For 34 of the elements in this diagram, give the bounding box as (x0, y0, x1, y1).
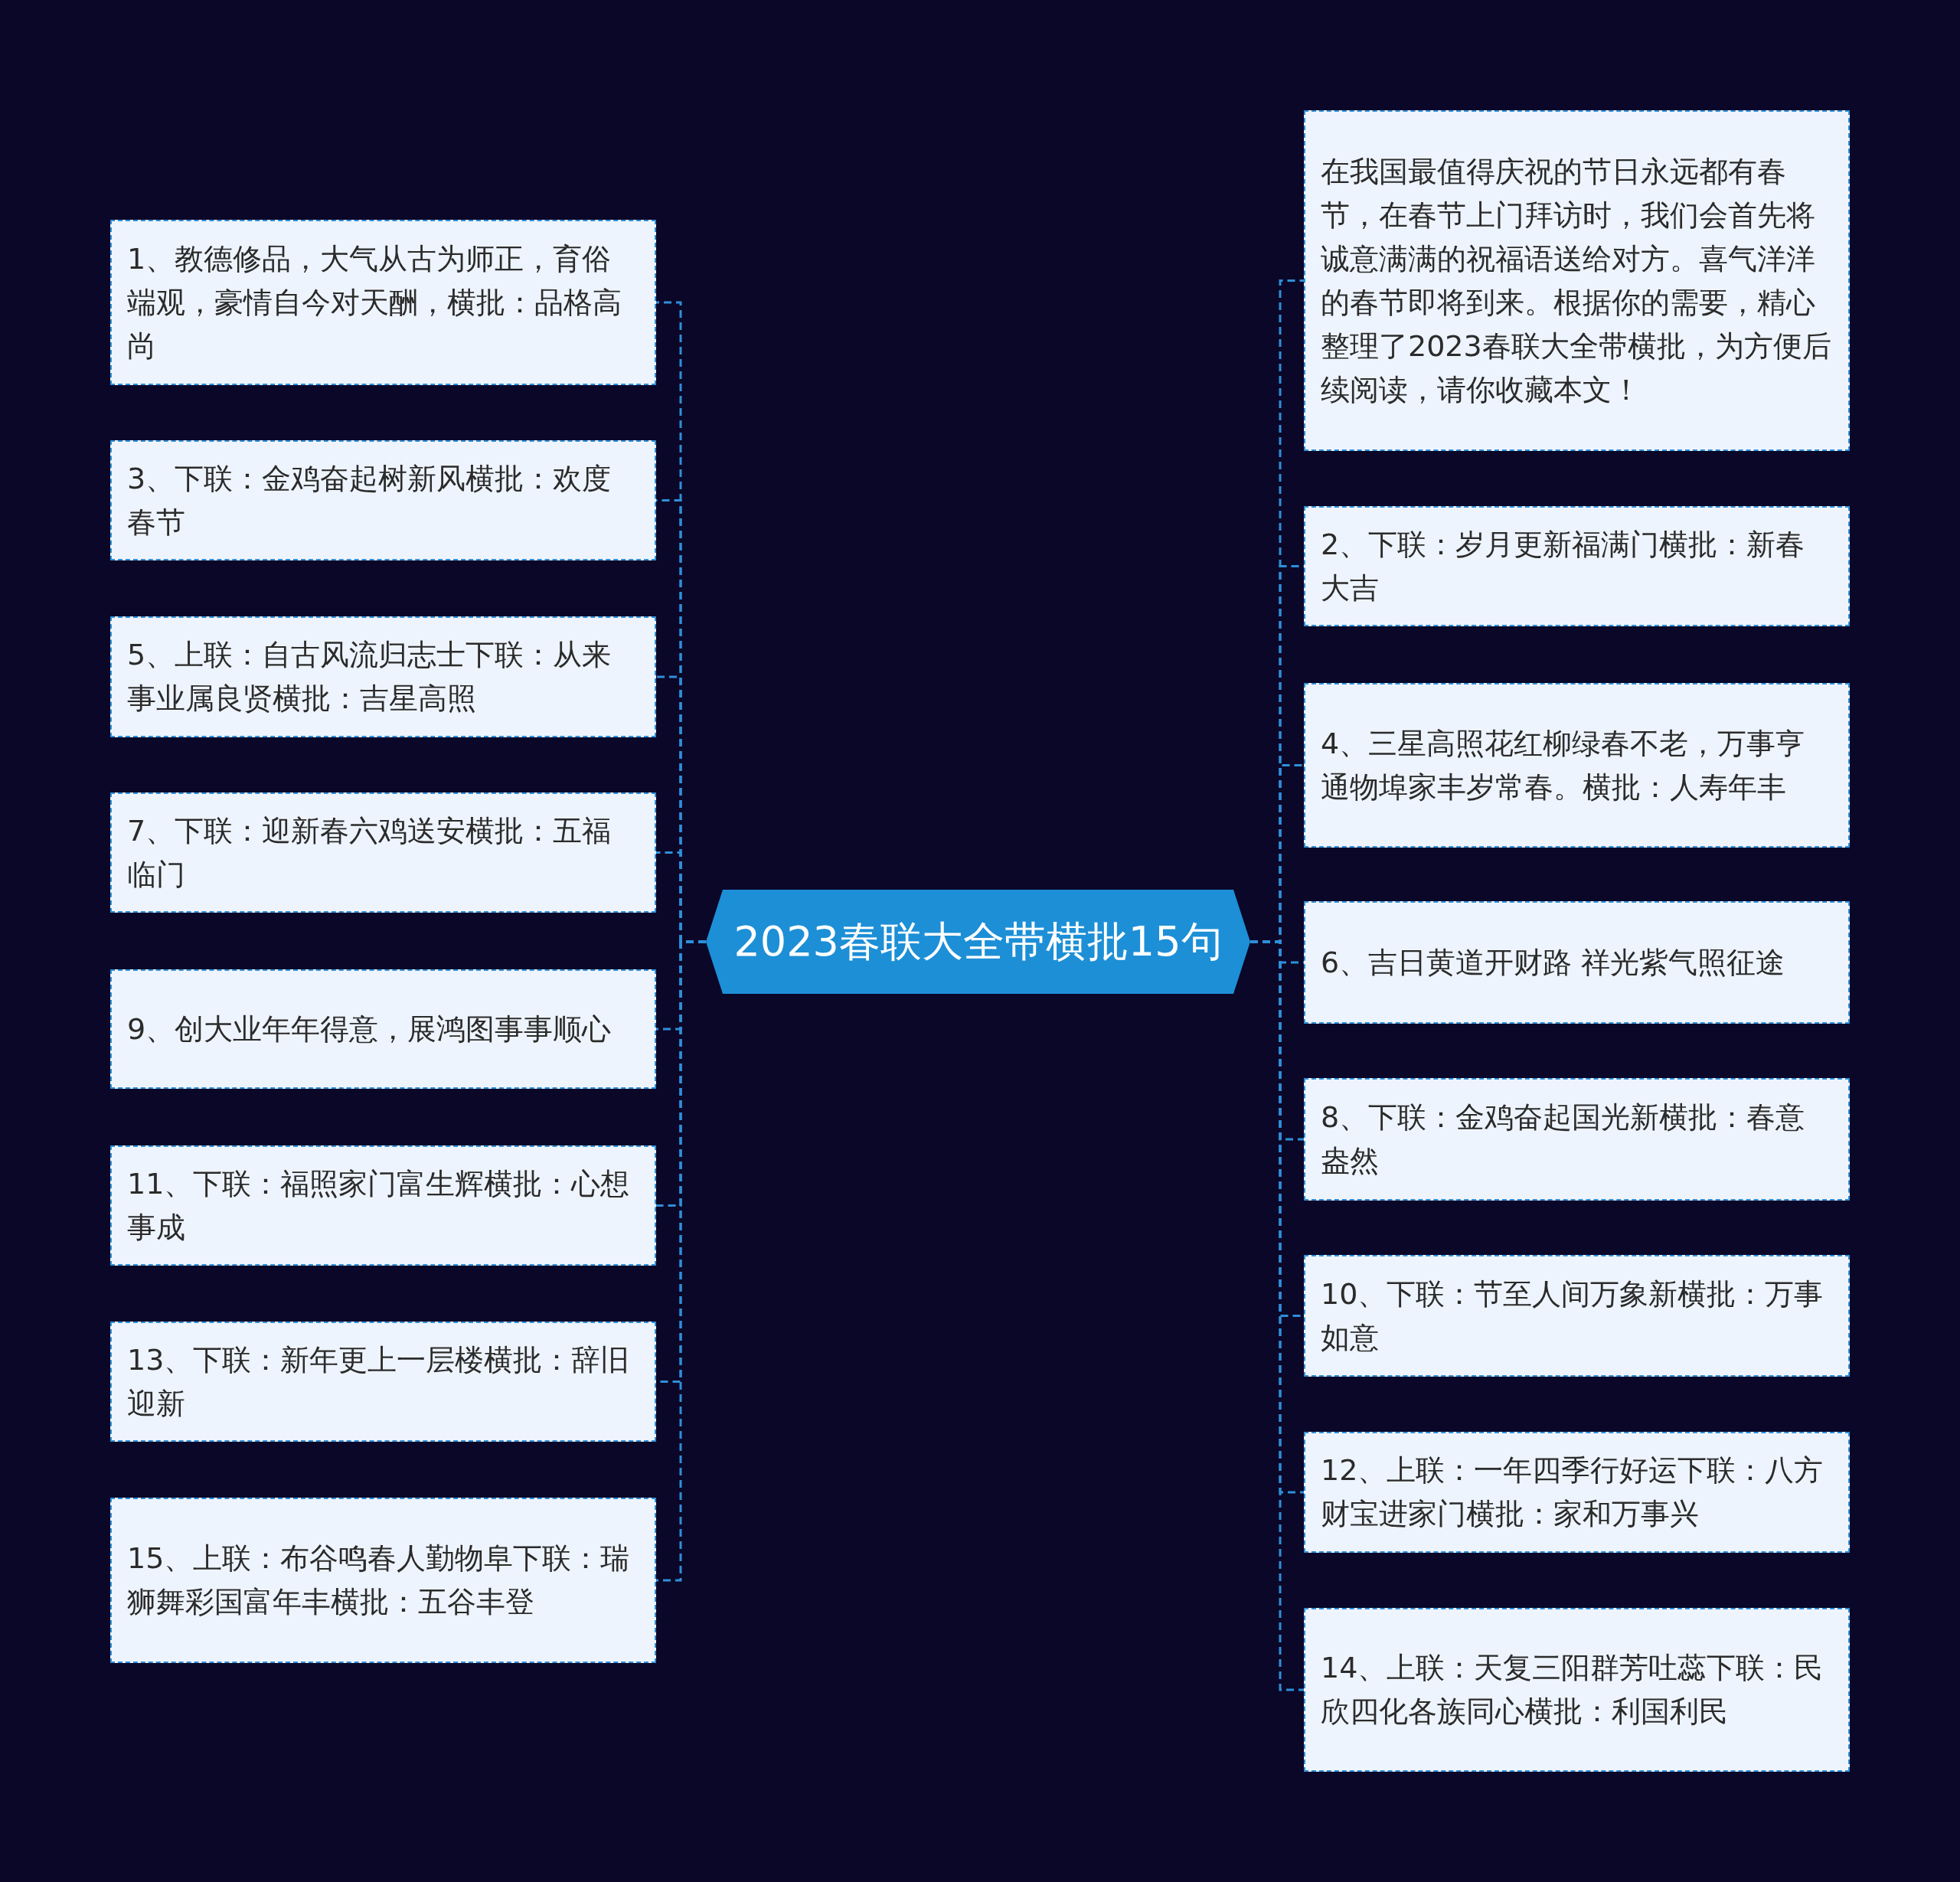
couplet-text: 6、吉日黄道开财路 祥光紫气照征途 (1321, 944, 1785, 981)
text-card (1304, 110, 1850, 451)
couplet-text: 7、下联：迎新春六鸡送安横批：五福临门 (127, 812, 612, 893)
text-card (110, 1145, 656, 1266)
text-card (1304, 901, 1850, 1024)
couplet-text: 13、下联：新年更上一层楼横批：辞旧迎新 (127, 1341, 631, 1422)
text-card (110, 969, 656, 1089)
text-card (1304, 683, 1850, 848)
couplet-text: 14、上联：天复三阳群芳吐蕊下联：民欣四化各族同心横批：利国利民 (1321, 1650, 1824, 1730)
text-card (110, 1322, 656, 1442)
text-card (110, 616, 656, 737)
couplet-text: 在我国最值得庆祝的节日永远都有春节，在春节上门拜访时，我们会首先将诚意满满的祝福语送给对方。喜气洋洋的春节即将到来。根据你的需要，精心整理了2023春联大全带横批，为方便后续阅读，请你收藏本文！ (1321, 153, 1832, 408)
text-card (1304, 506, 1850, 626)
text-card (110, 792, 656, 913)
couplet-text: 9、创大业年年得意，展鸿图事事顺心 (127, 1011, 612, 1047)
couplet-text: 4、三星高照花红柳绿春不老，万事亨通物埠家丰岁常春。横批：人寿年丰 (1321, 725, 1806, 805)
couplet-text: 11、下联：福照家门富生辉横批：心想事成 (127, 1165, 631, 1246)
couplet-text: 15、上联：布谷鸣春人勤物阜下联：瑞狮舞彩国富年丰横批：五谷丰登 (127, 1541, 631, 1620)
text-card (110, 440, 656, 560)
text-card (1304, 1608, 1850, 1772)
couplet-text: 10、下联：节至人间万象新横批：万事如意 (1321, 1276, 1824, 1356)
text-card (110, 220, 656, 385)
couplet-text: 1、教德修品，大气从古为师正，育俗端观，豪情自今对天酬，横批：品格高尚 (127, 240, 622, 364)
central-topic-hexagon (706, 890, 1250, 994)
couplet-text: 2、下联：岁月更新福满门横批：新春大吉 (1321, 526, 1806, 606)
couplet-text: 12、上联：一年四季行好运下联：八方财宝进家门横批：家和万事兴 (1321, 1452, 1824, 1532)
topic-title: 2023春联大全带横批15句 (733, 916, 1223, 967)
text-card (1304, 1255, 1850, 1377)
couplet-text: 5、上联：自古风流归志士下联：从来事业属良贤横批：吉星高照 (127, 637, 612, 717)
text-card (1304, 1078, 1850, 1201)
text-card (1304, 1432, 1850, 1553)
couplet-text: 8、下联：金鸡奋起国光新横批：春意盎然 (1321, 1099, 1806, 1179)
couplet-text: 3、下联：金鸡奋起树新风横批：欢度春节 (127, 460, 612, 541)
text-card (110, 1498, 656, 1663)
